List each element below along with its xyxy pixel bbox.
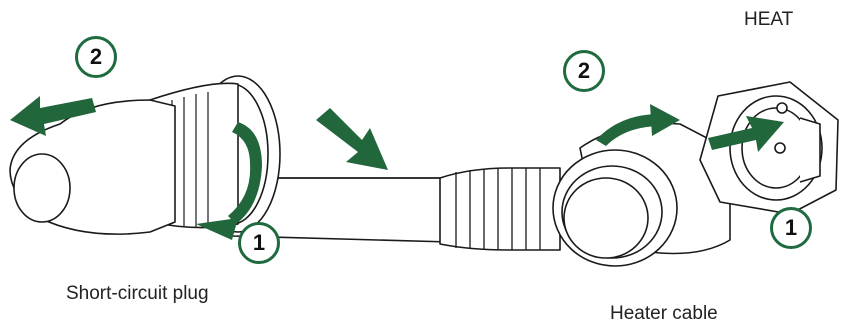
- plug-step-2-badge: 2: [75, 36, 117, 78]
- connect-arrow: [316, 108, 388, 170]
- plug-step-1-badge: 1: [238, 222, 280, 264]
- heat-label: HEAT: [744, 9, 793, 31]
- heater-cable-strain-relief: [440, 168, 560, 250]
- short-circuit-plug-label: Short-circuit plug: [66, 283, 209, 305]
- heater-cable-label: Heater cable: [610, 303, 718, 325]
- cable-step-2-badge: 2: [563, 50, 605, 92]
- cable-step-1-badge: 1: [770, 207, 812, 249]
